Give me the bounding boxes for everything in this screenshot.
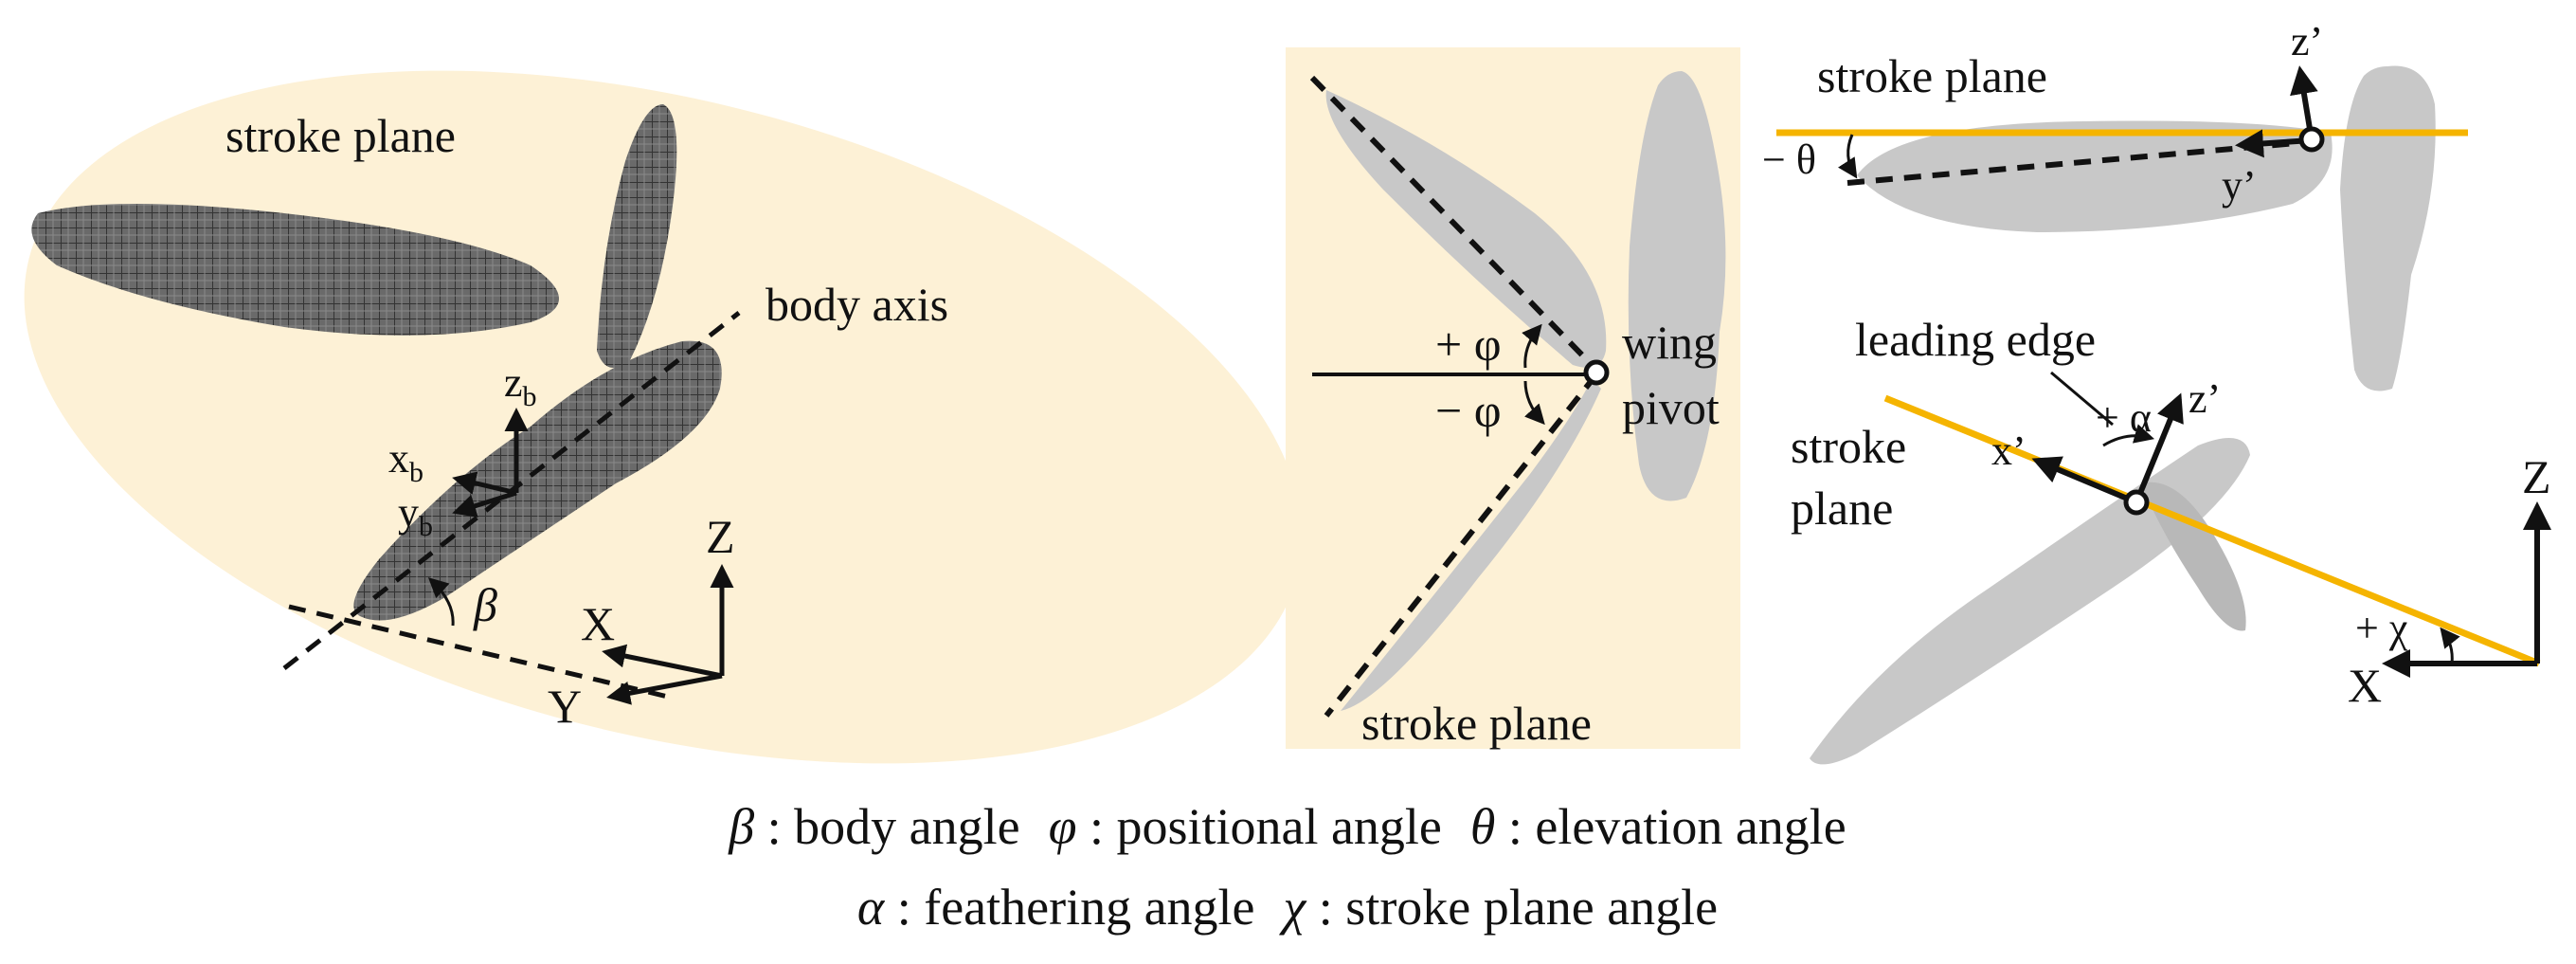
Z-label-left: Z xyxy=(706,510,735,563)
stroke-plane-label-left: stroke plane xyxy=(225,109,456,162)
minus-phi-arc xyxy=(1523,380,1545,426)
stroke-plane-line-bottom xyxy=(1883,394,2541,667)
panel-top-right-side-view: stroke plane − θ z’ y’ xyxy=(1762,18,2468,391)
wing-shadow-bottom-right xyxy=(1810,438,2250,765)
body-frame-axes xyxy=(452,408,529,518)
x-prime-label: x’ xyxy=(1991,427,2027,474)
pivot-marker-top-right xyxy=(2298,126,2325,153)
insect-body-mesh xyxy=(353,340,722,621)
wing-downstroke-dashed xyxy=(1324,373,1599,718)
xb-label: xb xyxy=(388,435,423,488)
minus-phi-label: − φ xyxy=(1435,384,1502,437)
panel-bottom-right-front-view: leading edge stroke plane x’ z’ + α Z X … xyxy=(1791,313,2551,765)
z-prime-label-top: z’ xyxy=(2291,18,2323,64)
Z-label-right: Z xyxy=(2522,450,2551,503)
z-prime-arrow-bottom xyxy=(2134,392,2184,504)
x-prime-arrow xyxy=(2031,456,2138,505)
wing-elevation-dashed xyxy=(1846,139,2308,186)
panel-left-3d-view: stroke plane body axis zb xb yb β Z X Y xyxy=(24,70,1303,764)
wing-pivot-marker xyxy=(1583,359,1610,386)
minus-theta-label: − θ xyxy=(1762,136,1816,183)
beta-label: β xyxy=(473,578,497,631)
alpha-arc xyxy=(2102,424,2155,447)
near-wing-mesh xyxy=(31,204,560,336)
plus-chi-label: + χ xyxy=(2355,605,2408,651)
theta-arc xyxy=(1838,134,1858,179)
X-label-right: X xyxy=(2348,659,2382,712)
plane-label-bottom: plane xyxy=(1791,482,1893,535)
wing-shadow-bottom-right-thin xyxy=(2141,482,2246,631)
Y-label-left: Y xyxy=(548,680,582,733)
yb-label: yb xyxy=(398,489,433,542)
zb-label: zb xyxy=(504,359,537,412)
wing-label: wing xyxy=(1622,316,1717,369)
leading-edge-pointer xyxy=(2050,371,2114,427)
plus-alpha-label: + α xyxy=(2096,394,2152,441)
horizontal-reference-line xyxy=(288,604,669,700)
plus-phi-label: + φ xyxy=(1435,318,1502,371)
beta-arc xyxy=(427,577,455,627)
stroke-plane-ellipse xyxy=(24,70,1303,764)
leading-edge-label: leading edge xyxy=(1855,313,2096,366)
wing-shadow-upper xyxy=(1325,90,1607,368)
chi-arc xyxy=(2440,627,2460,664)
pivot-marker-bottom-right xyxy=(2123,489,2150,516)
X-label-left: X xyxy=(581,597,615,650)
wing-shadow-top-right xyxy=(1857,120,2333,232)
stroke-plane-label-middle: stroke plane xyxy=(1361,697,1592,750)
plus-phi-arc xyxy=(1522,323,1542,369)
stroke-label-bottom: stroke xyxy=(1791,420,1906,473)
y-prime-label: y’ xyxy=(2222,162,2257,209)
global-frame-axes xyxy=(602,564,734,705)
wing-upstroke-dashed xyxy=(1309,75,1599,373)
body-axis-label: body axis xyxy=(766,278,948,331)
body-shadow-middle xyxy=(1628,71,1726,501)
body-shadow-top-right xyxy=(2340,65,2436,391)
pivot-label: pivot xyxy=(1622,381,1720,434)
z-prime-label-bottom: z’ xyxy=(2189,375,2221,422)
far-wing-mesh xyxy=(597,104,677,368)
wing-shadow-lower xyxy=(1341,379,1601,711)
panel-middle-top-view: + φ − φ wing pivot stroke plane xyxy=(1286,47,1740,750)
stroke-plane-label-top-right: stroke plane xyxy=(1817,49,2047,102)
